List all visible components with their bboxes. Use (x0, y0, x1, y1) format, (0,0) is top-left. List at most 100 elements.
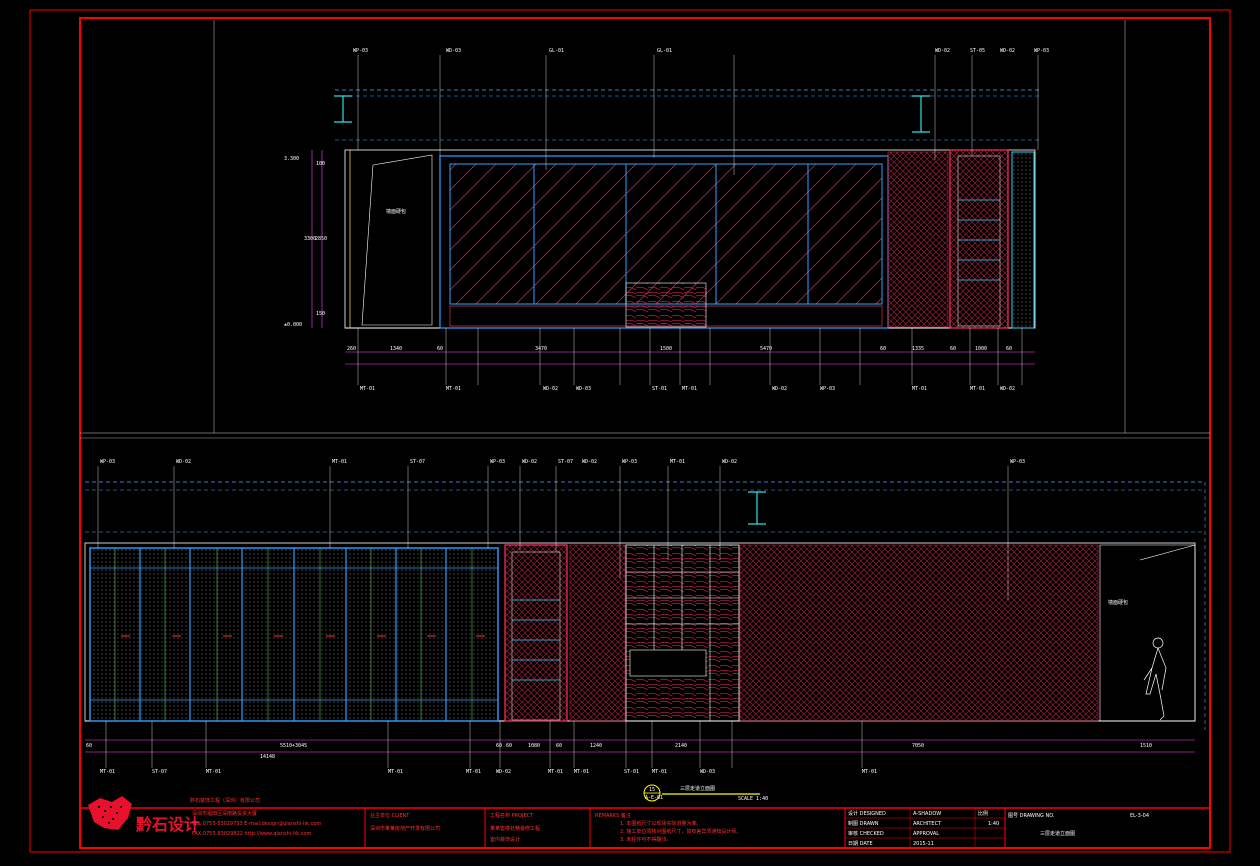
annotation-bottom: 墙面硬包 (1108, 599, 1128, 606)
tag: WD-03 (576, 386, 591, 392)
tag: ST-05 (970, 48, 985, 54)
bottom-tags-lower: MT-01 ST-07 MT-01 MT-01 MT-01 WD-02 MT-0… (100, 769, 877, 775)
dim: 100 (316, 161, 325, 167)
level-label-top: 3.300 (284, 156, 299, 162)
tag: WP-03 (1010, 459, 1025, 465)
tag: WD-03 (446, 48, 461, 54)
tag: MT-01 (682, 386, 697, 392)
project-sub: 室内装饰设计 (490, 836, 520, 843)
tag: WP-03 (490, 459, 505, 465)
tag: WP-03 (100, 459, 115, 465)
field-value: 2015-11 (913, 841, 934, 847)
client-label: 业主单位 CLIENT (370, 812, 410, 819)
dim: 3300 (304, 236, 316, 242)
tag: ST-07 (152, 769, 167, 775)
tag: MT-01 (670, 459, 685, 465)
tag: MT-01 (574, 769, 589, 775)
dim: 1510 (1140, 743, 1152, 749)
level-label-floor: ±0.000 (284, 322, 302, 328)
tag: WD-02 (582, 459, 597, 465)
dim: 2850 (315, 236, 327, 242)
tag: ST-01 (652, 386, 667, 392)
company-logo: 黔石设计 (88, 796, 200, 834)
tag: MT-01 (332, 459, 347, 465)
tag: MT-01 (100, 769, 115, 775)
field-key: 制图 DRAWN (848, 820, 879, 827)
dim: 1000 (975, 346, 987, 352)
field-key: 日期 DATE (848, 841, 873, 847)
top-tags-upper: WP-03 WD-03 GL-01 GL-01 WD-02 ST-05 WD-0… (353, 48, 1049, 54)
remark-line: 2. 施工单位须核对图纸尺寸，如有差异须通知设计师。 (620, 828, 741, 835)
remark-line: 1. 本图纸尺寸以现场实际测量为准。 (620, 820, 701, 827)
company-address: 深圳市福田区深南路投资大厦 (192, 810, 257, 817)
tag: MT-01 (548, 769, 563, 775)
title-block: 黔石设计 黔石装饰工程（深圳）有限公司 深圳市福田区深南路投资大厦 TEL:07… (80, 796, 1210, 848)
dim: 1340 (390, 346, 402, 352)
dim: 14148 (260, 754, 275, 760)
tag: WD-03 (700, 769, 715, 775)
tag: MT-01 (862, 769, 877, 775)
remarks-label: REMARKS 备注 (595, 812, 631, 819)
tag: MT-01 (652, 769, 667, 775)
tag: WP-03 (820, 386, 835, 392)
tag: ST-07 (558, 459, 573, 465)
project-name: 某某售楼处精装修工程 (490, 825, 540, 832)
tag: WD-02 (522, 459, 537, 465)
tag: ST-01 (624, 769, 639, 775)
tag: WD-02 (543, 386, 558, 392)
dim: 5510+3045 (280, 743, 307, 749)
view-title: 三层走道立面图 (680, 785, 715, 792)
dim: 60 (86, 743, 92, 749)
tag: ST-07 (410, 459, 425, 465)
logo-text: 黔石设计 (136, 815, 200, 834)
dim: 3470 (535, 346, 547, 352)
tag: GL-01 (549, 48, 564, 54)
field-value: A-SHADOW (913, 811, 941, 817)
tag: WD-02 (1000, 48, 1015, 54)
dim: 5470 (760, 346, 772, 352)
dim: 260 (347, 346, 356, 352)
dim: 60 (1006, 346, 1012, 352)
elevation-top: 墙面硬包 3.300 ±0.000 (284, 55, 1040, 385)
field-key: 设计 DESIGNED (848, 810, 886, 817)
dim: 60 (506, 743, 512, 749)
tag: MT-01 (360, 386, 375, 392)
person-figure-icon (1143, 637, 1167, 721)
tag: WD-02 (935, 48, 950, 54)
view-number: 15 (649, 787, 655, 793)
tag: WD-02 (1000, 386, 1015, 392)
tag: MT-01 (970, 386, 985, 392)
sheet-border-outer (29, 9, 1231, 853)
tag: WD-02 (496, 769, 511, 775)
tag: WD-02 (722, 459, 737, 465)
dim: 7050 (912, 743, 924, 749)
field-value: APPROVAL (913, 831, 939, 837)
project-label: 工程名称 PROJECT (490, 812, 534, 819)
dim: 150 (316, 311, 325, 317)
view-title-marker: 15 A-E-01 三层走道立面图 SCALE 1:40 (643, 784, 768, 802)
sheet-title: 三层走道立面图 (1040, 830, 1075, 837)
drawing-no: EL-3-04 (1130, 813, 1149, 819)
tag: MT-01 (206, 769, 221, 775)
dim: 60 (950, 346, 956, 352)
tag: MT-01 (466, 769, 481, 775)
top-tags-lower: MT-01 MT-01 WD-02 WD-03 ST-01 MT-01 WD-0… (360, 386, 1015, 392)
view-sheet-ref: A-E-01 (645, 795, 663, 801)
client-name: 深圳市某某房地产开发有限公司 (370, 825, 440, 832)
dim: 2140 (675, 743, 687, 749)
top-dimensions: 260 1340 60 3470 1500 5470 60 1335 60 10… (347, 346, 1012, 352)
dim: 1240 (590, 743, 602, 749)
dim: 60 (437, 346, 443, 352)
tag: WD-02 (772, 386, 787, 392)
tag: WP-03 (622, 459, 637, 465)
bottom-tags-upper: WP-03 WD-02 MT-01 ST-07 WP-03 WD-02 ST-0… (100, 459, 1025, 465)
tag: WD-02 (176, 459, 191, 465)
field-key: 审核 CHECKED (848, 830, 884, 837)
tag: MT-01 (388, 769, 403, 775)
annotation-top: 墙面硬包 (386, 208, 406, 215)
top-vert-dimensions: 100 3300 2850 150 (304, 161, 327, 317)
dim: 60 (496, 743, 502, 749)
scale-label: 比例 (978, 810, 988, 817)
scale-value: 1:40 (988, 821, 999, 827)
